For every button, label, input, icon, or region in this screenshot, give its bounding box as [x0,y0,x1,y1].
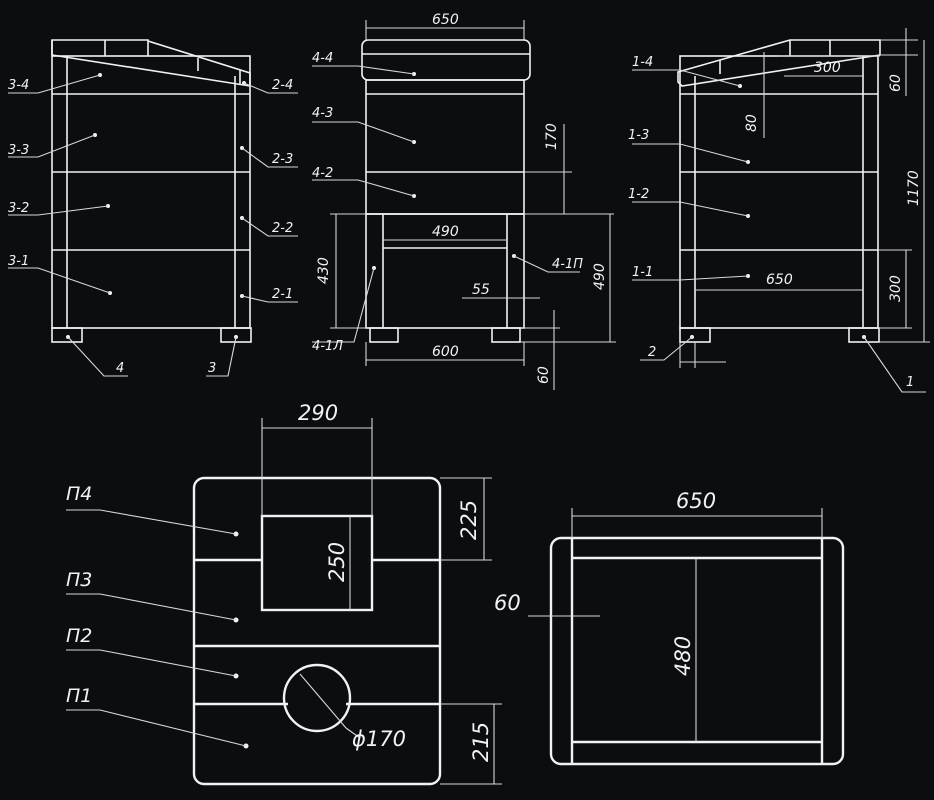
front-leg-left [51,327,83,343]
dim-side-600: 600 [432,344,459,360]
dim-lid-480: 480 [671,636,695,676]
label-4-1P: 4-1П [552,257,583,272]
label-1-2: 1-2 [628,187,649,202]
dim-panel-phi170: ϕ170 [352,727,406,751]
dim-lid-60: 60 [494,591,521,615]
dim-side-650: 650 [432,12,459,28]
label-2-4: 2-4 [272,78,293,93]
side-body-lower [365,213,525,329]
lid-outline [549,536,845,766]
label-3: 3 [208,361,216,376]
label-2-1: 2-1 [272,287,293,302]
back-roof [677,39,881,87]
front-leg-right [220,327,252,343]
dim-back-80: 80 [744,114,760,132]
label-2-2: 2-2 [272,221,293,236]
label-3-3: 3-3 [8,143,29,158]
dim-side-430: 430 [316,257,332,284]
dim-back-1170: 1170 [906,170,922,206]
dim-panel-290: 290 [298,401,338,425]
label-P2: П2 [66,625,92,647]
dim-panel-215: 215 [469,722,493,762]
front-view: 3-4 3-3 3-2 3-1 2-4 2-3 2-2 2-1 4 3 [8,39,298,377]
dim-side-55: 55 [472,282,490,298]
bottom-panel-window [260,514,374,612]
dim-back-300-bottom: 300 [888,275,904,302]
dim-side-170: 170 [544,123,560,150]
label-3-4: 3-4 [8,78,29,93]
label-2-3: 2-3 [272,152,293,167]
side-body-upper [365,79,525,215]
label-1-1: 1-1 [632,265,653,280]
label-P1: П1 [66,685,92,707]
label-4: 4 [116,361,124,376]
dim-panel-225: 225 [457,500,481,540]
dim-back-650: 650 [766,272,793,288]
dim-back-300-top: 300 [814,60,841,76]
label-2: 2 [648,345,656,360]
front-roof [51,39,251,87]
label-3-1: 3-1 [8,254,29,269]
label-4-1L: 4-1Л [312,339,343,354]
dim-panel-250: 250 [325,542,349,582]
back-view: 60 300 80 1170 650 300 1-4 1-3 1-2 1-1 [628,28,930,393]
label-P3: П3 [66,569,92,591]
label-4-3: 4-3 [312,106,333,121]
bottom-panel-hole [282,663,352,733]
label-1-4: 1-4 [632,55,653,70]
dim-side-60: 60 [536,366,552,384]
dim-lid-650: 650 [676,489,716,513]
bottom-panel: 290 225 250 ϕ170 215 П4 П3 П2 П1 [66,401,502,786]
side-view: 650 490 170 490 430 55 [312,12,616,390]
bottom-panel-outline [192,476,442,786]
lid-panel: 650 60 480 [494,489,845,766]
label-4-4: 4-4 [312,51,333,66]
front-body [51,55,251,329]
dim-side-490-inner: 490 [432,224,459,240]
label-1-3: 1-3 [628,128,649,143]
label-3-2: 3-2 [8,201,29,216]
label-P4: П4 [66,483,92,505]
dim-side-490-height: 490 [592,263,608,290]
side-lid [361,39,531,81]
label-4-2: 4-2 [312,166,333,181]
dim-back-60: 60 [888,74,904,92]
label-1: 1 [906,375,914,390]
